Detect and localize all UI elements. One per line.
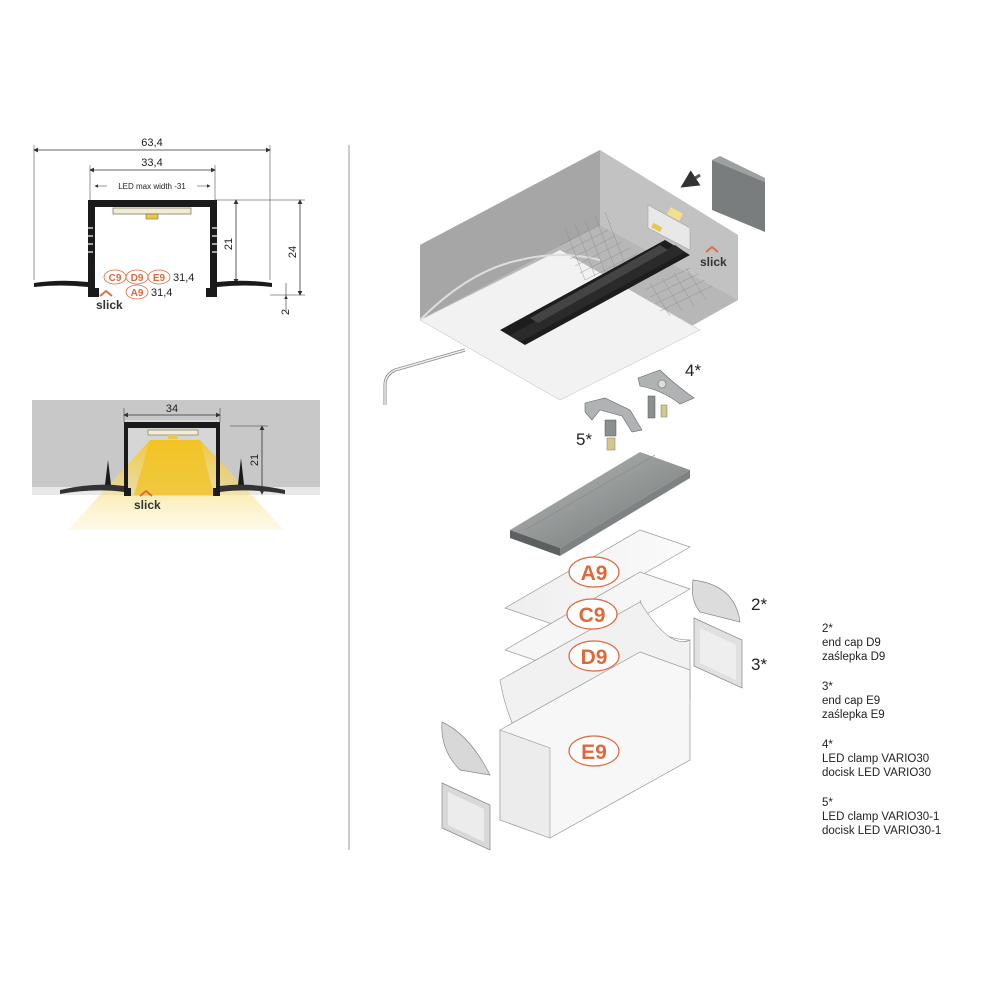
led-clamp-vario30-1 [584, 397, 643, 451]
legend-en: LED clamp VARIO30 [822, 753, 930, 765]
cover-code: E9 [153, 273, 166, 284]
brand-name: slick [134, 498, 161, 512]
legend-pl: zaślepka D9 [822, 651, 886, 663]
cover-code: A9 [131, 288, 144, 299]
callout-5: 5* [576, 430, 592, 449]
cover-label-c9: C9 [566, 598, 618, 630]
callout-4: 4* [685, 361, 701, 380]
cover-label-e9: E9 [568, 735, 620, 767]
parts-legend: 2* end cap D9 zaślepka D9 3* end cap E9 … [822, 622, 941, 854]
legend-pl: zaślepka E9 [822, 709, 885, 721]
svg-text:E9: E9 [581, 741, 607, 764]
legend-ref: 2* [822, 623, 833, 635]
dim-height-inner: 21 [223, 238, 235, 250]
dim-installed-height: 21 [249, 454, 261, 466]
profile-wing-right [217, 280, 272, 287]
legend-item: 4* LED clamp VARIO30 docisk LED VARIO30 [822, 738, 941, 780]
legend-pl: docisk LED VARIO30-1 [822, 825, 942, 837]
exploded-view: slick 4* 5* [383, 150, 767, 851]
svg-text:A9: A9 [581, 562, 608, 585]
cover-codes-row-2: A9 31,4 [125, 284, 172, 300]
profile-wing-left [34, 280, 88, 287]
installed-section: 34 21 slick [32, 400, 320, 530]
dim-total-width: 63,4 [141, 137, 162, 149]
callout-3: 3* [751, 655, 767, 674]
legend-en: end cap E9 [822, 695, 881, 707]
profile-cross-section: 63,4 33,4 LED max width -31 21 24 2 [33, 137, 305, 315]
legend-item: 3* end cap E9 zaślepka E9 [822, 680, 941, 722]
legend-ref: 5* [822, 797, 833, 809]
callout-2: 2* [751, 595, 767, 614]
cover-code: D9 [131, 273, 144, 284]
dim-flange: 2 [280, 309, 292, 315]
led-clamp-vario30 [637, 369, 695, 419]
brand-name: slick [96, 298, 123, 312]
svg-text:C9: C9 [579, 604, 606, 627]
led-max-width-label: LED max width -31 [118, 182, 186, 191]
end-cap-d9 [691, 579, 741, 623]
cover-code: C9 [109, 273, 122, 284]
legend-en: end cap D9 [822, 637, 881, 649]
end-cap-d9-left [441, 721, 491, 776]
slick-logo: slick [700, 245, 727, 269]
legend-ref: 3* [822, 681, 833, 693]
cover-label-d9: D9 [568, 640, 620, 672]
legend-ref: 4* [822, 739, 833, 751]
led-strip [112, 207, 192, 215]
cover-codes-row-1: C9 D9 E9 31,4 [103, 269, 194, 285]
aluminium-profile [510, 452, 690, 548]
legend-item: 5* LED clamp VARIO30-1 docisk LED VARIO3… [822, 796, 941, 838]
cover-row-1-value: 31,4 [173, 272, 194, 284]
brand-name: slick [700, 255, 727, 269]
legend-pl: docisk LED VARIO30 [822, 767, 932, 779]
slick-logo: slick [96, 289, 123, 312]
cover-row-2-value: 31,4 [151, 287, 172, 299]
dim-height-total: 24 [287, 246, 299, 258]
cover-label-a9: A9 [568, 556, 620, 588]
legend-en: LED clamp VARIO30-1 [822, 811, 940, 823]
svg-text:D9: D9 [581, 646, 608, 669]
slick-logo: slick [134, 489, 161, 512]
end-cap-profile [712, 160, 765, 232]
legend-item: 2* end cap D9 zaślepka D9 [822, 622, 941, 664]
dim-installed-width: 34 [166, 403, 178, 415]
dim-inner-width: 33,4 [141, 157, 162, 169]
